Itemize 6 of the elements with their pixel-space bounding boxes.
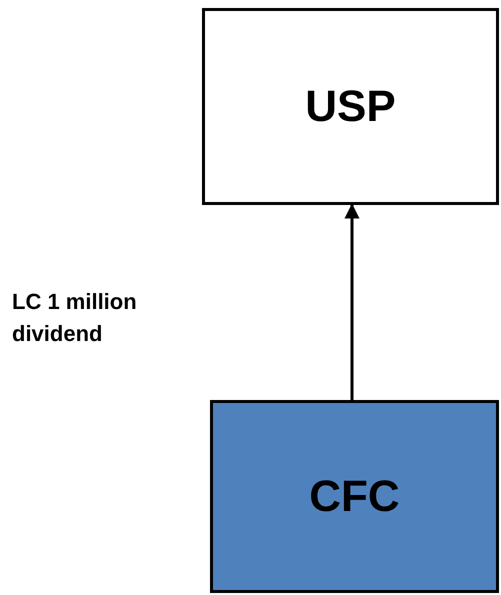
entity-name: USP	[305, 82, 396, 132]
note-text: LC 1 million dividend	[12, 288, 138, 348]
arrow	[344, 204, 360, 400]
entity-box	[210, 400, 499, 593]
entity-name: CFC	[309, 472, 400, 522]
entity-box	[202, 8, 499, 205]
